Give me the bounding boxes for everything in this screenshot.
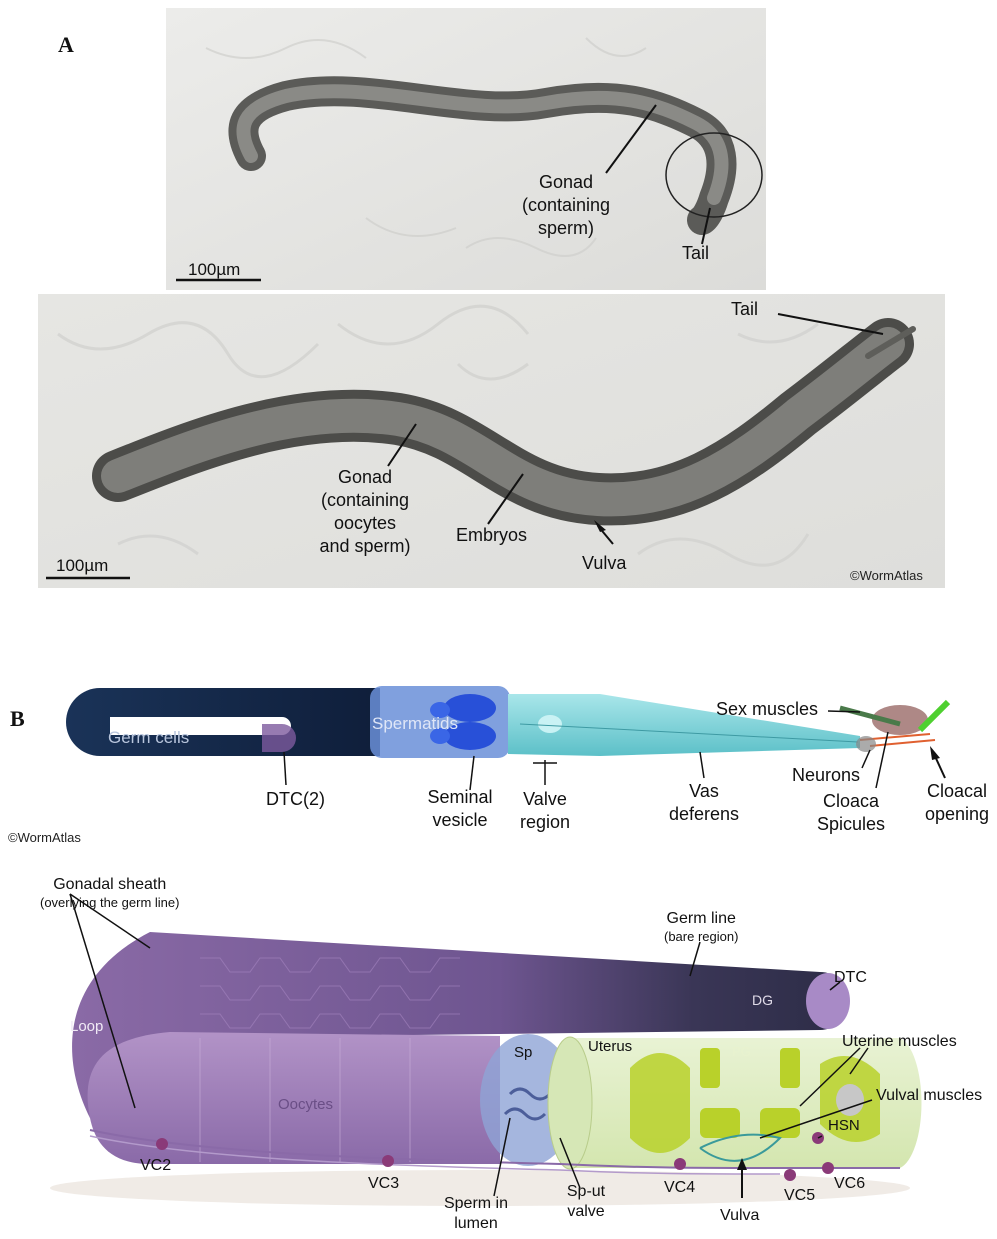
panel-a-copyright: ©WormAtlas <box>850 568 923 583</box>
panel-a-letter: A <box>58 32 74 58</box>
sp-label: Sp <box>514 1044 532 1061</box>
dtc-label: DTC <box>834 966 867 989</box>
vas-deferens-label: Vas deferens <box>664 780 744 826</box>
germ-cells-label: Germ cells <box>108 728 189 748</box>
loop-label: Loop <box>70 1018 103 1035</box>
cloaca-spicules-label: Cloaca Spicules <box>808 790 894 836</box>
panel-b-copyright: ©WormAtlas <box>8 830 81 845</box>
hermaphrodite-worm-micrograph: Tail Gonad (containing oocytes and sperm… <box>38 294 945 588</box>
herm-scale-bar-label: 100µm <box>56 556 108 576</box>
herm-gonad-label: Gonad (containing oocytes and sperm) <box>300 466 430 558</box>
germ-line-label: Germ line (bare region) <box>664 910 738 946</box>
dtc-2-label: DTC(2) <box>266 788 325 811</box>
uterine-muscles-label: Uterine muscles <box>842 1030 957 1053</box>
sp-ut-valve-label: Sp-ut valve <box>556 1182 616 1222</box>
male-tail-label: Tail <box>682 242 709 265</box>
male-worm-micrograph: 100µm Gonad (containing sperm) Tail <box>166 8 766 290</box>
uterus-label: Uterus <box>588 1038 632 1055</box>
vc6-label: VC6 <box>834 1172 865 1195</box>
pg-label: PG <box>732 1044 751 1059</box>
male-gonad-label: Gonad (containing sperm) <box>506 171 626 240</box>
herm-vulva-label: Vulva <box>720 1204 759 1227</box>
vc4-label: VC4 <box>664 1176 695 1199</box>
cloacal-opening-label: Cloacal opening <box>918 780 996 826</box>
herm-tail-label: Tail <box>731 298 758 321</box>
valve-region-label: Valve region <box>515 788 575 834</box>
seminal-vesicle-label: Seminal vesicle <box>420 786 500 832</box>
vc2-label: VC2 <box>140 1154 171 1177</box>
male-gonad-diagram: Germ cells Spermatids DTC(2) Seminal ves… <box>0 660 997 840</box>
vc3-label: VC3 <box>368 1172 399 1195</box>
hsn-label: HSN <box>828 1114 860 1137</box>
embryos-label: Embryos <box>456 524 527 547</box>
hermaphrodite-gonad-diagram: Gonadal sheath (overlying the germ line)… <box>0 868 997 1239</box>
vulval-muscles-label: Vulval muscles <box>876 1084 982 1107</box>
neurons-label: Neurons <box>792 764 860 787</box>
vulva-label: Vulva <box>582 552 626 575</box>
male-scale-bar-label: 100µm <box>188 260 240 280</box>
sperm-in-lumen-label: Sperm in lumen <box>436 1194 516 1234</box>
sex-muscles-label: Sex muscles <box>716 698 818 721</box>
gonadal-sheath-label: Gonadal sheath (overlying the germ line) <box>40 876 179 912</box>
oocytes-label: Oocytes <box>278 1096 333 1113</box>
dg-label: DG <box>752 992 773 1008</box>
spermatids-label: Spermatids <box>372 714 458 734</box>
vc5-label: VC5 <box>784 1184 815 1207</box>
